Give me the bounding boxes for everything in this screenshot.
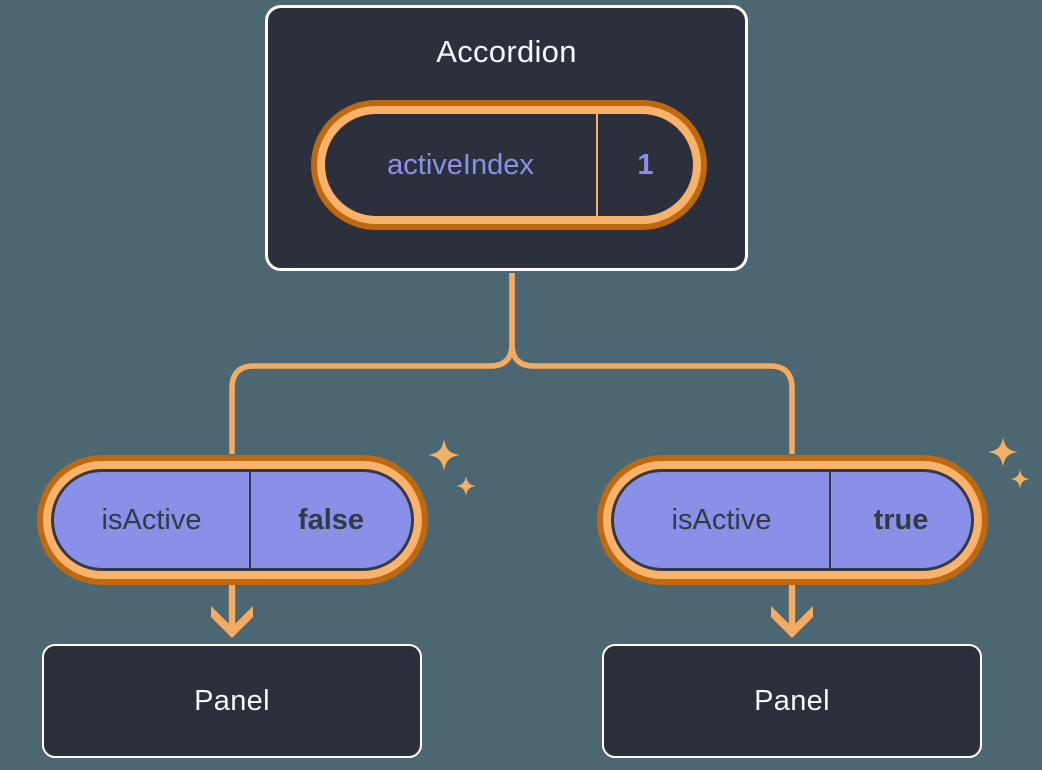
- state-value: 1: [637, 148, 654, 181]
- panel-title: Panel: [194, 684, 270, 717]
- state-value: true: [873, 503, 929, 536]
- state-name: isActive: [101, 503, 202, 536]
- pill-light-ring: isActive true: [603, 461, 982, 579]
- is-active-state-pill-left: isActive false: [37, 455, 428, 585]
- sparkles-icon-right: [988, 437, 1030, 489]
- state-name: activeIndex: [387, 148, 534, 181]
- fork-connector: [229, 273, 795, 454]
- panel-node-left: Panel: [42, 644, 422, 758]
- pill-divider: [249, 472, 251, 568]
- sparkles-icon-left: [428, 439, 476, 496]
- arrow-down-icon-left: [211, 583, 253, 638]
- pill-light-ring: isActive false: [43, 461, 422, 579]
- arrow-down-icon-right: [771, 583, 813, 638]
- pill-divider: [829, 472, 831, 568]
- state-name: isActive: [671, 503, 772, 536]
- is-active-state-pill-right: isActive true: [597, 455, 988, 585]
- pill-light-ring: activeIndex 1: [317, 106, 701, 224]
- accordion-title: Accordion: [436, 34, 577, 69]
- panel-node-right: Panel: [602, 644, 982, 758]
- pill-divider: [596, 114, 598, 216]
- state-value: false: [297, 503, 365, 536]
- active-index-state-pill: activeIndex 1: [311, 100, 707, 230]
- panel-title: Panel: [754, 684, 830, 717]
